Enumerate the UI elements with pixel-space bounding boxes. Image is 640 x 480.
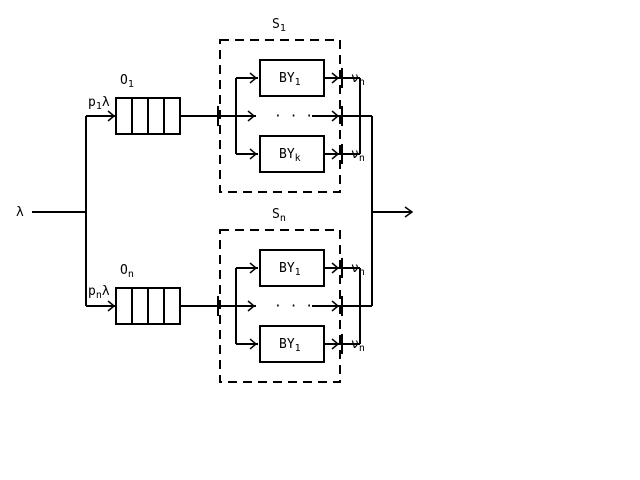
bottom-device-1 [259, 249, 325, 287]
top-device2-arrow [249, 148, 258, 160]
bottom-rate-1: νn [351, 261, 365, 278]
bottom-system-label: Sn [272, 207, 286, 224]
top-ellipsis: · · · [274, 109, 313, 124]
top-device1-output-arrow [331, 72, 340, 84]
top-system-label: S1 [272, 17, 286, 34]
bottom-device-2 [259, 325, 325, 363]
top-device-2-label: BYk [279, 147, 301, 164]
bottom-device-2-label: BY1 [279, 337, 301, 354]
bottom-probability-label: pnλ [88, 284, 110, 301]
bottom-middle-output-arrow [331, 300, 340, 312]
bottom-device-1-label: BY1 [279, 261, 301, 278]
bottom-ellipsis: · · · [274, 299, 313, 314]
bottom-branch-arrow [107, 300, 116, 312]
input-label: λ [16, 205, 24, 220]
output-arrow [404, 206, 414, 218]
bottom-rate-2: νn [351, 337, 365, 354]
top-middle-output-arrow [331, 110, 340, 122]
top-rate-1: νn [351, 71, 365, 88]
top-device-1 [259, 59, 325, 97]
top-device-2 [259, 135, 325, 173]
bottom-queue-label: On [120, 263, 134, 280]
top-device1-arrow [249, 72, 258, 84]
top-probability-label: p1λ [88, 95, 110, 112]
top-branch: p1λ O1 S1 BY1 BYk · · · [86, 17, 372, 193]
bottom-device1-arrow [249, 262, 258, 274]
top-device2-output-arrow [331, 148, 340, 160]
bottom-branch: pnλ On Sn BY1 BY1 · · · [86, 207, 372, 383]
top-device-1-label: BY1 [279, 71, 301, 88]
top-rate-2: νn [351, 147, 365, 164]
top-queue-label: O1 [120, 73, 134, 90]
bottom-device2-output-arrow [331, 338, 340, 350]
bottom-device2-arrow [249, 338, 258, 350]
top-middle-arrow [247, 110, 256, 122]
bottom-device1-output-arrow [331, 262, 340, 274]
bottom-middle-arrow [247, 300, 256, 312]
top-branch-arrow [107, 110, 116, 122]
